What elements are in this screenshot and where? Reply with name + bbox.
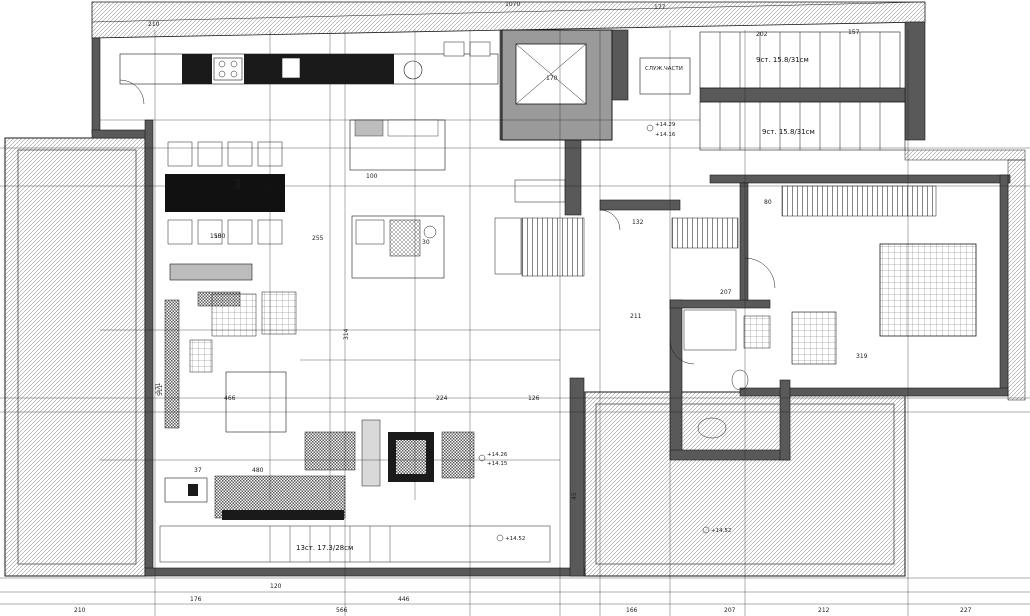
bedroom	[781, 185, 977, 365]
dim-top-2: 177	[654, 4, 666, 11]
dim-inner-8: 150	[214, 233, 226, 240]
dim-inner-4: 480	[252, 467, 264, 474]
dim-inner-6: 224	[436, 395, 448, 402]
level-4-label: +14.15	[487, 461, 508, 467]
service-room: СЛУЖ.ЧАСТИ	[639, 57, 691, 95]
dim-inner-12: 37	[194, 467, 202, 474]
level-markers: +14.29 +14.16 +14.26 +14.15 +14.52 +14.5…	[478, 122, 731, 542]
level-2-label: +14.16	[655, 132, 676, 138]
dim-bottom-1: 176	[190, 596, 202, 603]
dim-inner-9: 132	[632, 219, 644, 226]
dim-inner-16: 319	[856, 353, 868, 360]
dim-bottom-6: 207	[724, 607, 736, 614]
stairs-mid-label: 9ст. 15.8/31см	[762, 128, 815, 136]
level-1-label: +14.29	[655, 122, 676, 128]
dim-bottom-5: 166	[626, 607, 638, 614]
dim-inner-5: 466	[224, 395, 236, 402]
dim-bottom-0: 210	[74, 607, 86, 614]
dining-table-black	[165, 174, 285, 212]
dims-bottom: 210 176 120 566 446 166 207 212 227	[74, 583, 972, 614]
bathroom	[683, 309, 771, 439]
living-sofa	[164, 291, 297, 433]
dim-inner-3: 511	[157, 384, 164, 396]
dim-inner-14: 100	[366, 173, 378, 180]
dim-inner-7: 126	[528, 395, 540, 402]
dim-top-3: 202	[756, 31, 768, 38]
dim-top-0: 210	[148, 21, 160, 28]
elevator-shaft	[501, 29, 613, 141]
dim-inner-19: 171	[155, 382, 162, 394]
door-swings	[119, 79, 776, 365]
tv-unit	[169, 263, 253, 281]
level-3-label: +14.26	[487, 452, 508, 458]
level-5-label: +14.52	[505, 536, 525, 542]
dim-inner-10: 80	[764, 199, 772, 206]
dining-chairs-lower	[167, 219, 283, 245]
bottom-counter	[164, 477, 344, 520]
service-room-label: СЛУЖ.ЧАСТИ	[645, 66, 683, 72]
stairs-lower: 13ст. 17.3/28см	[159, 525, 551, 563]
dim-inner-20: 45	[571, 492, 578, 500]
stairs-mid: 9ст. 15.8/31см	[699, 101, 906, 151]
terrace-left	[4, 137, 146, 577]
dim-inner-0: 365	[235, 178, 242, 190]
dim-top-4: 157	[848, 29, 860, 36]
dim-inner-1: 255	[312, 235, 324, 242]
dim-inner-17: 207	[720, 289, 732, 296]
dim-bottom-4: 446	[398, 596, 410, 603]
dim-inner-15: 150	[210, 233, 222, 240]
stairs-upper: 9ст. 15.8/31см	[699, 31, 901, 89]
dim-inner-11: 30	[422, 239, 430, 246]
stairs-lower-label: 13ст. 17.3/28см	[296, 544, 353, 552]
grid-lines	[0, 30, 1030, 616]
level-6-label: +14.52	[711, 528, 731, 534]
dim-inner-2: 314	[343, 328, 350, 340]
storage-racks	[494, 179, 739, 277]
kitchen-counter-top	[119, 41, 499, 85]
dim-bottom-2: 120	[270, 583, 282, 590]
dim-bottom-7: 212	[818, 607, 830, 614]
dim-top-1: 1070	[505, 1, 520, 8]
dim-bottom-3: 566	[336, 607, 348, 614]
kitchen-island	[349, 119, 446, 279]
dim-inner-13: 170	[546, 75, 558, 82]
dim-inner-18: 211	[630, 313, 642, 320]
dining-chairs-upper	[167, 141, 283, 167]
dims-top: 210 1070 177 202 157	[148, 1, 860, 38]
dim-bottom-8: 227	[960, 607, 972, 614]
dims-inner: 365 255 314 511 480 466 224 126 150 132 …	[155, 75, 868, 500]
stairs-upper-label: 9ст. 15.8/31см	[756, 56, 809, 64]
exterior-walls	[91, 21, 1011, 577]
